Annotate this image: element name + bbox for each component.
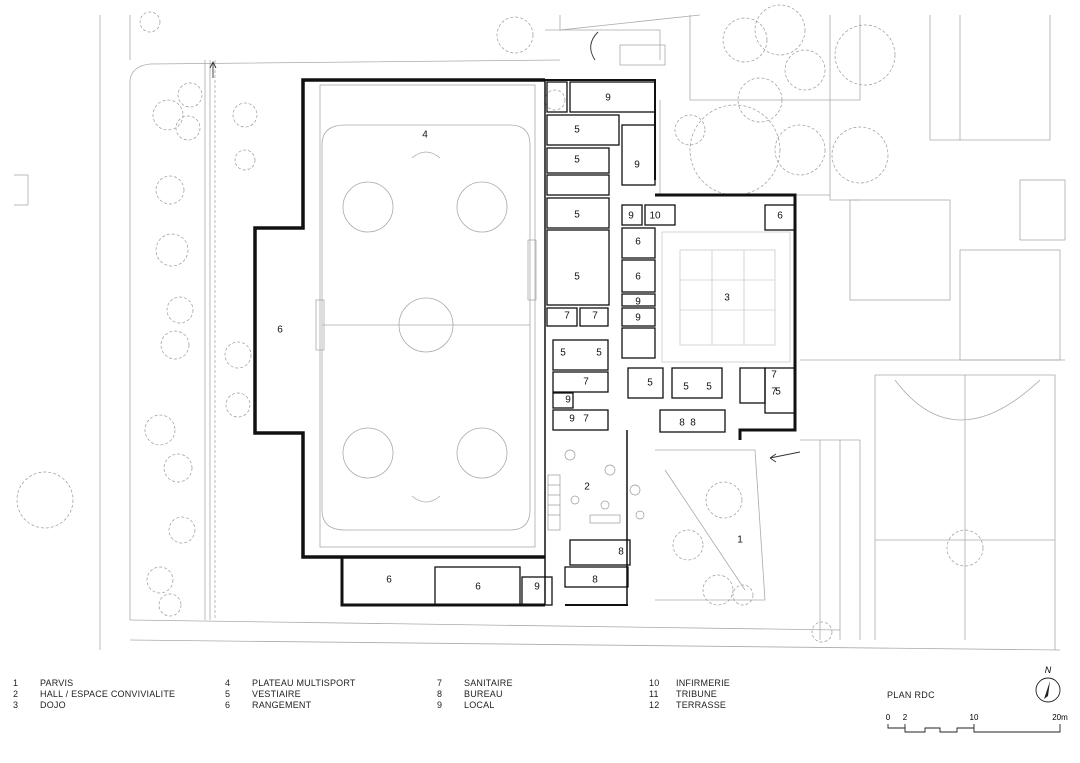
room-label-vestiaire: 5 [574, 125, 580, 136]
room-label-dojo: 3 [724, 293, 730, 304]
room-label-local: 9 [634, 160, 640, 171]
room-label-bureau: 8 [690, 418, 696, 429]
scale-bar: 0 2 10 20m [886, 713, 1068, 733]
room-label-vestiaire: 5 [560, 348, 566, 359]
trees [16, 4, 984, 643]
room-label-vestiaire: 5 [706, 382, 712, 393]
interior-walls [434, 81, 796, 606]
entrance-arrows [209, 31, 801, 463]
room-label-vestiaire: 5 [574, 210, 580, 221]
north-arrow-icon: N [1035, 665, 1061, 703]
room-label-bureau: 8 [679, 418, 685, 429]
building-walls [253, 78, 797, 607]
hall-furniture [547, 449, 645, 531]
north-label: N [1045, 665, 1052, 675]
room-label-sanitaire: 7 [771, 387, 777, 398]
room-label-local: 9 [635, 297, 641, 308]
room-label-local: 9 [565, 395, 571, 406]
room-label-rangement: 6 [475, 582, 481, 593]
room-label-local: 9 [569, 414, 575, 425]
scale-tick-label: 0 [886, 713, 891, 722]
scale-tick-label: 20m [1052, 713, 1068, 722]
room-label-sanitaire: 7 [564, 311, 570, 322]
room-label-infirmerie: 10 [649, 211, 661, 222]
floor-plan: 1 2 3 4 5 5 5 5 5 5 5 5 5 5 6 6 6 6 6 6 … [14, 4, 1066, 651]
room-label-local: 9 [534, 582, 540, 593]
dojo-floor [661, 231, 791, 363]
room-label-rangement: 6 [386, 575, 392, 586]
room-label-vestiaire: 5 [574, 155, 580, 166]
plan-title: PLAN RDC [887, 690, 935, 700]
room-label-local: 9 [605, 93, 611, 104]
room-label-bureau: 8 [592, 575, 598, 586]
room-label-vestiaire: 5 [647, 378, 653, 389]
room-label-local: 9 [628, 211, 634, 222]
room-label-parvis: 1 [737, 535, 743, 546]
room-label-sanitaire: 7 [592, 311, 598, 322]
room-label-vestiaire: 5 [574, 272, 580, 283]
room-label-sanitaire: 7 [771, 370, 777, 381]
sports-court [315, 84, 537, 548]
room-labels: 1 2 3 4 5 5 5 5 5 5 5 5 5 5 6 6 6 6 6 6 … [277, 93, 783, 593]
room-label-sanitaire: 7 [583, 377, 589, 388]
room-label-plateau: 4 [422, 130, 428, 141]
room-label-local: 9 [635, 313, 641, 324]
room-label-rangement: 6 [277, 325, 283, 336]
room-label-rangement: 6 [635, 237, 641, 248]
room-label-rangement: 6 [635, 272, 641, 283]
room-label-vestiaire: 5 [683, 382, 689, 393]
room-label-rangement: 6 [777, 211, 783, 222]
room-label-bureau: 8 [618, 547, 624, 558]
scale-tick-label: 10 [970, 713, 979, 722]
room-label-vestiaire: 5 [775, 387, 781, 398]
room-label-sanitaire: 7 [583, 414, 589, 425]
scale-tick-label: 2 [903, 713, 908, 722]
site-context [14, 14, 1066, 651]
room-label-vestiaire: 5 [596, 348, 602, 359]
room-label-hall: 2 [584, 482, 590, 493]
